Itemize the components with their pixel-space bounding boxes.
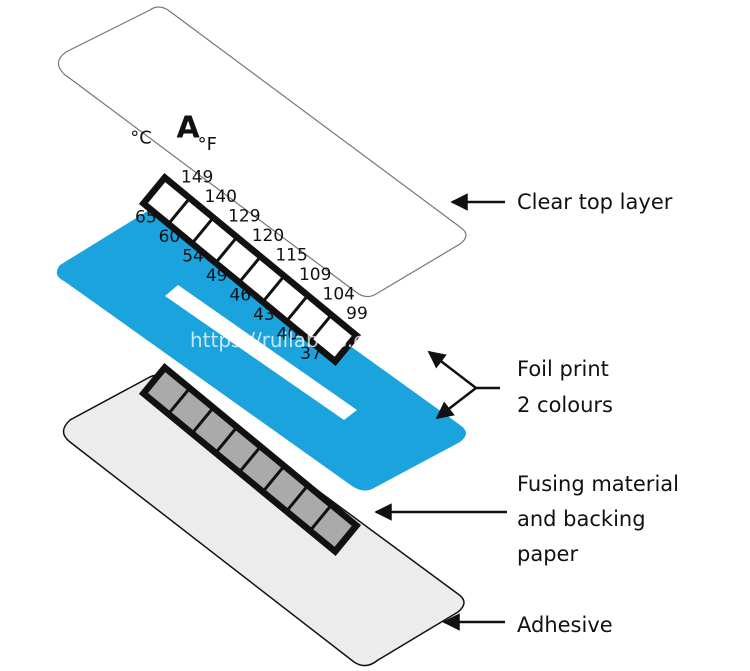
fusing-cell [242, 449, 281, 489]
label-clear-top-layer: Clear top layer [517, 190, 673, 214]
foil-window [165, 285, 357, 420]
fusing-cell [195, 411, 234, 450]
fahrenheit-unit: °F [198, 134, 217, 155]
celsius-label: 65 [135, 208, 157, 228]
fahrenheit-label: 109 [299, 265, 331, 285]
celsius-label: 49 [206, 266, 228, 286]
clear-top-layer [57, 6, 467, 298]
fusing-cell [266, 469, 305, 508]
indicator-cell [242, 259, 281, 299]
watermark-text: https://ruilabels.en.china.cn/ [190, 328, 476, 352]
label-adhesive: Adhesive [517, 613, 613, 637]
fahrenheit-label: 115 [275, 246, 307, 266]
indicator-cell [266, 279, 305, 318]
indicator-cell [313, 318, 352, 357]
arrow-foil-upper [427, 350, 500, 390]
fusing-strip [138, 362, 362, 557]
label-and-backing: and backing [517, 507, 646, 531]
celsius-label: 40 [277, 324, 299, 344]
celsius-label: 43 [253, 305, 275, 325]
fusing-cells [148, 372, 352, 547]
fahrenheit-label: 149 [181, 168, 213, 188]
celsius-label: 46 [229, 286, 251, 306]
fahrenheit-label: 99 [346, 304, 368, 324]
indicator-cells [148, 182, 352, 357]
fahrenheit-label: 104 [323, 285, 355, 305]
celsius-label: 60 [159, 227, 181, 247]
label-foil-colours: 2 colours [517, 393, 613, 417]
fusing-cell [218, 430, 258, 469]
fahrenheit-label: 120 [252, 226, 284, 246]
arrow-foil-lower [435, 387, 477, 420]
grade-letter: A [177, 111, 201, 146]
fusing-cell [313, 508, 352, 547]
fahrenheit-label: 140 [205, 187, 237, 207]
indicator-cell [171, 201, 211, 240]
indicator-cell [218, 240, 258, 279]
celsius-label: 54 [182, 247, 204, 267]
fusing-cell [289, 488, 329, 528]
fusing-cell [171, 391, 211, 430]
celsius-label: 37 [300, 344, 322, 364]
indicator-cell [148, 182, 187, 221]
label-foil-print: Foil print [517, 357, 609, 381]
indicator-cell [289, 298, 329, 338]
fusing-cell [148, 372, 187, 411]
label-fusing-material: Fusing material [517, 472, 679, 496]
label-paper: paper [517, 542, 578, 566]
indicator-cell [195, 221, 234, 260]
celsius-unit: °C [130, 128, 152, 149]
fahrenheit-label: 129 [228, 207, 260, 227]
